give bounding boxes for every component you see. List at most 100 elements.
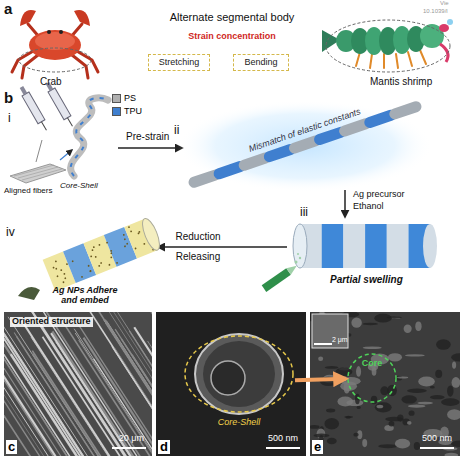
mantis-shrimp-illustration: [322, 19, 453, 72]
illustration-part: [353, 433, 358, 437]
figure-label: iii: [300, 206, 308, 219]
figure-label: Ag precursor: [353, 190, 405, 200]
illustration-part: [447, 409, 460, 420]
illustration-part: [71, 98, 108, 176]
illustration-part: [345, 124, 366, 131]
illustration-part: [52, 266, 54, 268]
legend-text: PS: [124, 93, 136, 103]
illustration-part: [35, 32, 75, 50]
illustration-part: [344, 416, 353, 418]
illustration-part: [90, 255, 92, 257]
node-text: e: [312, 440, 323, 454]
illustration-part: [194, 175, 215, 182]
illustration-part: [138, 231, 140, 233]
illustration-part: [143, 243, 145, 245]
illustration-part: [365, 224, 387, 268]
illustration-part: [98, 244, 100, 246]
illustration-part: [356, 52, 360, 66]
illustration-part: [110, 252, 112, 254]
segmented-fiber: [194, 107, 416, 183]
illustration-part: [72, 260, 74, 262]
illustration-part: [10, 164, 66, 183]
illustration-part: [376, 405, 383, 409]
illustration-part: [77, 322, 152, 456]
illustration-part: [14, 165, 62, 180]
illustration-part: [409, 411, 415, 416]
process-arrow: [344, 190, 346, 217]
illustration-part: [351, 317, 361, 327]
illustration-part: [430, 386, 435, 388]
feature-box: Stretching: [148, 54, 210, 71]
illustration-part: [378, 444, 397, 448]
illustration-part: [444, 453, 458, 456]
illustration-part: [110, 256, 112, 258]
illustration-part: [408, 405, 426, 408]
illustration-part: [48, 88, 71, 120]
illustration-part: [124, 245, 126, 247]
legend-entry: TPU: [112, 106, 142, 116]
illustration-part: [299, 257, 301, 259]
syringes: [18, 81, 76, 162]
illustration-part: [62, 281, 64, 283]
legend-text: TPU: [124, 106, 142, 116]
illustration-part: [88, 312, 152, 456]
illustration-part: [356, 366, 361, 377]
figure-label: Vie: [440, 0, 449, 7]
illustration-part: [407, 421, 412, 425]
illustration-part: [98, 265, 100, 267]
core-shell-fiber: [71, 98, 108, 176]
illustration-part: [362, 439, 367, 447]
sem-image: [4, 312, 152, 456]
illustration-part: [451, 353, 460, 361]
illustration-part: [52, 331, 152, 456]
illustration-part: [64, 277, 66, 279]
node-text: 500 nm: [422, 434, 452, 444]
node-text: 500 nm: [268, 434, 298, 444]
illustration-part: [404, 325, 412, 333]
illustration-part: [60, 269, 62, 271]
illustration-part: [98, 312, 152, 456]
illustration-part: [29, 30, 81, 60]
illustration-part: [55, 260, 57, 262]
outline-shape: [183, 334, 295, 414]
legend-entry: PS: [112, 93, 136, 103]
illustration-part: [405, 354, 425, 356]
illustration-part: [203, 341, 275, 407]
figure-label: a: [4, 1, 12, 18]
illustration-part: [435, 370, 442, 378]
highlight-ellipse: Core-Shell: [183, 334, 295, 430]
illustration-part: [244, 158, 265, 165]
illustration-part: [371, 396, 378, 405]
illustration-part: [22, 169, 62, 180]
illustration-part: [370, 54, 372, 68]
illustration-part: [72, 55, 88, 78]
illustration-part: [87, 265, 89, 267]
node-text: Core-Shell: [183, 418, 295, 428]
node-text: Bending: [234, 58, 288, 68]
illustration-part: [346, 416, 351, 419]
illustration-part: [441, 398, 460, 406]
illustration-part: [407, 389, 427, 393]
illustration-part: [447, 19, 453, 25]
illustration-part: [219, 167, 240, 174]
illustration-part: [294, 141, 315, 148]
figure-label: iv: [6, 226, 15, 239]
illustration-part: [56, 275, 58, 277]
illustration-part: [341, 377, 361, 385]
illustration-part: [20, 86, 27, 95]
illustration-part: [430, 395, 445, 399]
illustration-part: [79, 340, 152, 456]
illustration-part: [18, 85, 50, 132]
illustration-part: [41, 122, 46, 131]
illustration-part: [451, 440, 460, 447]
illustration-part: [130, 230, 132, 232]
illustration-part: [395, 107, 416, 114]
illustration-part: [66, 263, 68, 265]
node-text: d: [158, 440, 170, 454]
illustration-part: [318, 357, 323, 362]
illustration-part: [387, 224, 409, 268]
illustration-part: [60, 150, 72, 160]
